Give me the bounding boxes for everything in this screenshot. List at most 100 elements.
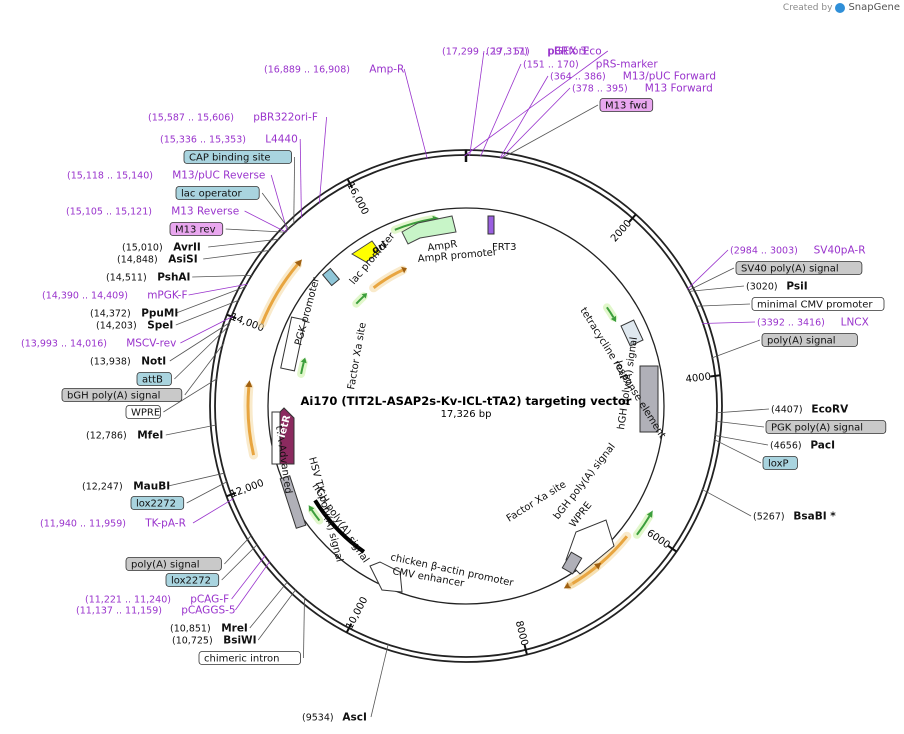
- snapgene-watermark: Created by SnapGene: [783, 2, 900, 13]
- brand-name: SnapGene: [848, 2, 900, 13]
- leader-line: [299, 138, 302, 218]
- site-coord: (14,848): [117, 255, 158, 266]
- site-label-mpgk-f: (14,390 .. 14,409) mPGK-F: [42, 290, 188, 302]
- site-label-asisi: (14,848) AsiSI: [117, 254, 198, 266]
- site-coord: (151 .. 170): [523, 60, 579, 71]
- site-label-bsiwi: (10,725)BsiWI: [172, 635, 257, 647]
- site-name: pBR322ori-F: [253, 112, 318, 124]
- orange-arrow-left-a: [246, 386, 256, 456]
- leader-line: [701, 488, 752, 517]
- site-coord: (13,938): [90, 357, 131, 368]
- site-label-mfei: (12,786)MfeI: [86, 430, 163, 442]
- site-name: PacI: [810, 440, 835, 452]
- leader-line: [231, 555, 266, 600]
- green-arrow-4-head: [300, 357, 307, 364]
- site-label-pgex-3-: (29 .. 51)pGEX 3': [486, 46, 590, 58]
- leader-line: [501, 104, 599, 159]
- orange-arrow-lower: [571, 565, 598, 585]
- feature-label-factor-xa-site: Factor Xa site: [346, 322, 369, 391]
- leader-line: [176, 285, 247, 314]
- site-coord: (14,390 .. 14,409): [42, 291, 128, 302]
- site-label-m13-fwd: M13 fwd: [599, 98, 654, 112]
- leader-line: [180, 316, 233, 344]
- green-arrow-1-head: [610, 315, 617, 323]
- orange-arrow-left-b-head: [294, 259, 302, 267]
- tick-mark: [226, 491, 237, 498]
- site-coord: (29 .. 51): [486, 47, 530, 58]
- site-label-bgh-poly-a-signal: bGH poly(A) signal: [61, 388, 183, 402]
- site-name: SpeI: [147, 320, 173, 332]
- site-label-pgk-poly-a-signal: PGK poly(A) signal: [765, 420, 887, 434]
- leader-line: [701, 321, 756, 324]
- hsv-tk-polya-feature: [279, 475, 307, 529]
- orange-arrow-left-a-head: [245, 380, 253, 388]
- leader-line: [480, 63, 522, 157]
- site-label-attb: attB: [136, 372, 172, 386]
- leader-line: [192, 274, 253, 278]
- site-box: [136, 372, 172, 386]
- site-label-m13-reverse: (15,105 .. 15,121)M13 Reverse: [66, 206, 239, 218]
- tick-mark: [667, 545, 678, 553]
- site-box-label: CAP binding site: [189, 153, 271, 164]
- site-box-label: attB: [142, 375, 163, 386]
- site-coord: (16,889 .. 16,908): [264, 65, 350, 76]
- tick-label: 16,000: [344, 181, 370, 217]
- site-coord: (17,299 .. 17,317): [442, 47, 528, 58]
- site-box-label: bGH poly(A) signal: [67, 391, 160, 402]
- leader-line: [192, 498, 234, 524]
- green-arrow-4: [300, 362, 305, 375]
- site-label-ecorv: (4407)EcoRV: [771, 404, 849, 416]
- map-title: Ai170 (TIT2L-ASAP2s-Kv-ICL-tTA2) targeti…: [301, 394, 632, 408]
- leader-line: [713, 438, 762, 464]
- tre-feature: [620, 319, 644, 347]
- site-label-asci: (9534)AscI: [302, 712, 367, 724]
- site-coord: (14,372): [90, 309, 131, 320]
- leader-line: [270, 174, 288, 232]
- site-box: [198, 651, 301, 665]
- site-name: mPGK-F: [147, 290, 187, 302]
- frt3-feature: [487, 215, 495, 235]
- site-coord: (12,247): [82, 482, 123, 493]
- site-coord: (11,137 .. 11,159): [76, 606, 162, 617]
- feature-arrows: [243, 214, 659, 593]
- site-label-mrei: (10,851)MreI: [170, 623, 248, 635]
- site-name: L4440: [265, 134, 298, 146]
- green-arrow-3: [310, 509, 321, 522]
- leader-line: [686, 249, 729, 290]
- orange-arrow-top-head: [401, 266, 407, 274]
- site-label-pbr322ori-f: (15,587 .. 15,606) pBR322ori-F: [148, 112, 318, 124]
- leader-line: [318, 116, 327, 204]
- site-box: [125, 405, 161, 419]
- leader-line: [175, 299, 240, 326]
- site-label-m13-forward: (378 .. 395)M13 Forward: [572, 83, 713, 95]
- site-name: pBRforEco: [547, 46, 601, 58]
- created-by-label: Created by: [782, 2, 833, 13]
- site-coord: (12,786): [86, 431, 127, 442]
- site-name: TK-pA-R: [144, 518, 186, 530]
- site-coord: (10,851): [170, 624, 211, 635]
- tick-mark: [345, 623, 353, 633]
- green-arrow-3-head: [308, 505, 315, 512]
- site-label-l4440: (15,336 .. 15,353)L4440: [160, 134, 298, 146]
- site-coord: (4656): [770, 441, 802, 452]
- site-box: [175, 186, 260, 200]
- leader-line: [174, 325, 230, 380]
- site-box: [125, 557, 222, 571]
- cag-promoter-feature: [369, 561, 403, 593]
- site-label-maubi: (12,247)MauBI: [82, 481, 170, 493]
- green-arrow-5: [355, 295, 365, 305]
- leader-lines: [163, 50, 770, 718]
- site-coord: (2984 .. 3003): [730, 246, 798, 257]
- leader-line: [235, 560, 271, 611]
- feature-label-pgk-promoter: PGK promoter: [293, 276, 322, 347]
- leader-line: [165, 424, 217, 436]
- site-name: AsiSI: [168, 254, 197, 266]
- leader-line: [715, 408, 770, 414]
- site-label-cap-binding-site: CAP binding site: [183, 150, 292, 164]
- site-label-bsabi-: (5267)BsaBI *: [753, 511, 836, 523]
- leader-line: [168, 472, 226, 487]
- site-box-label: minimal CMV promoter: [757, 300, 873, 311]
- site-label-lncx: (3392 .. 3416)LNCX: [757, 317, 869, 329]
- site-box: [765, 420, 887, 434]
- site-coord: (15,587 .. 15,606): [148, 113, 234, 124]
